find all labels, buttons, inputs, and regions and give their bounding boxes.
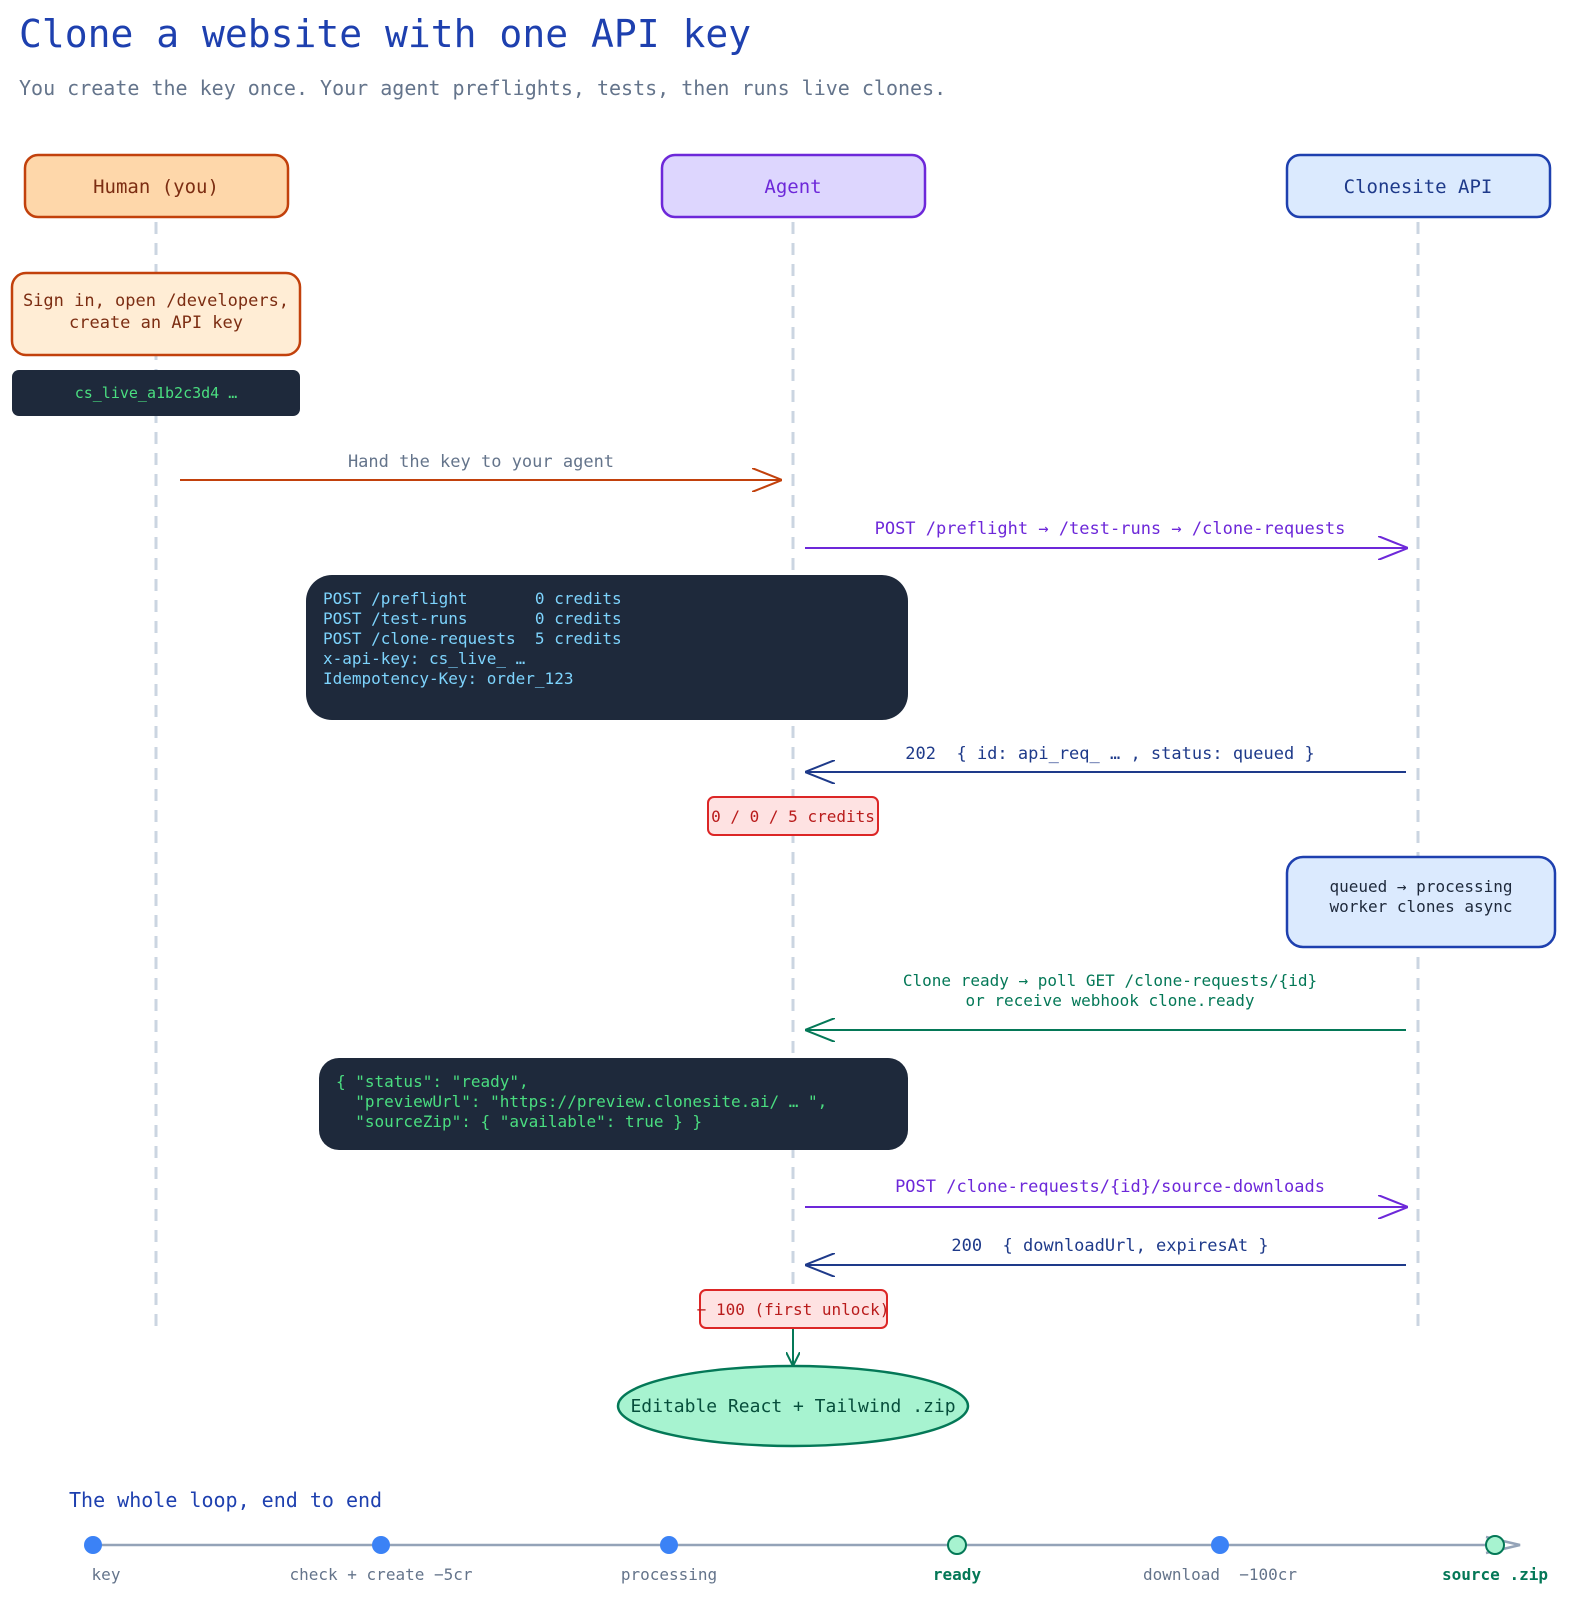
message-hand-key: Hand the key to your agent bbox=[180, 452, 782, 480]
result-node: Editable React + Tailwind .zip bbox=[616, 1364, 970, 1448]
message-response-202-label: 202 { id: api_req_ … , status: queued } bbox=[905, 744, 1314, 764]
message-response-200: 200 { downloadUrl, expiresAt } bbox=[805, 1236, 1406, 1265]
message-clone-ready-line-1: Clone ready → poll GET /clone-requests/{… bbox=[903, 971, 1317, 990]
page-subtitle: You create the key once. Your agent pref… bbox=[19, 76, 947, 100]
actor-human: Human (you) bbox=[23, 153, 290, 219]
credits-badge: 0 / 0 / 5 credits bbox=[707, 796, 879, 836]
processing-note-line-1: queued → processing bbox=[1329, 877, 1512, 896]
message-post-chain-label: POST /preflight → /test-runs → /clone-re… bbox=[875, 519, 1346, 539]
actor-human-label: Human (you) bbox=[93, 176, 219, 198]
page-title: Clone a website with one API key bbox=[19, 12, 752, 56]
timeline-step-label: key bbox=[92, 1565, 121, 1584]
timeline-step-label: check + create −5cr bbox=[289, 1565, 472, 1584]
message-response-200-label: 200 { downloadUrl, expiresAt } bbox=[951, 1236, 1268, 1256]
processing-note: queued → processing worker clones async bbox=[1285, 855, 1557, 949]
unlock-badge: − 100 (first unlock) bbox=[697, 1289, 890, 1329]
timeline-dot bbox=[1485, 1535, 1505, 1555]
signin-note-line-1: Sign in, open /developers, bbox=[23, 291, 289, 311]
ready-code-line: "sourceZip": { "available": true } } bbox=[336, 1112, 702, 1131]
ready-code-line: "previewUrl": "https://preview.clonesite… bbox=[336, 1092, 827, 1111]
timeline-step-label: processing bbox=[621, 1565, 717, 1584]
timeline-title: The whole loop, end to end bbox=[69, 1488, 382, 1512]
ready-code-line: { "status": "ready", bbox=[336, 1072, 529, 1091]
timeline-dot bbox=[84, 1536, 102, 1554]
actor-agent: Agent bbox=[660, 153, 927, 219]
timeline-step-label: download −100cr bbox=[1143, 1565, 1297, 1584]
request-code-line: x-api-key: cs_live_ … bbox=[323, 649, 525, 668]
request-code-line: POST /clone-requests 5 credits bbox=[323, 629, 622, 648]
credits-badge-label: 0 / 0 / 5 credits bbox=[711, 807, 875, 826]
timeline-dot bbox=[947, 1535, 967, 1555]
actor-api-label: Clonesite API bbox=[1344, 176, 1493, 198]
signin-note: Sign in, open /developers, create an API… bbox=[10, 271, 302, 357]
result-node-label: Editable React + Tailwind .zip bbox=[630, 1396, 955, 1417]
message-response-202: 202 { id: api_req_ … , status: queued } bbox=[805, 744, 1406, 772]
timeline-step-label: source .zip bbox=[1442, 1565, 1548, 1584]
message-hand-key-label: Hand the key to your agent bbox=[348, 452, 614, 472]
message-clone-ready-line-2: or receive webhook clone.ready bbox=[966, 991, 1255, 1010]
message-post-chain: POST /preflight → /test-runs → /clone-re… bbox=[805, 519, 1408, 548]
message-source-download: POST /clone-requests/{id}/source-downloa… bbox=[805, 1177, 1408, 1207]
actor-agent-label: Agent bbox=[764, 176, 821, 198]
api-key-note: cs_live_a1b2c3d4 … bbox=[12, 370, 300, 416]
timeline-dot bbox=[1211, 1536, 1229, 1554]
processing-note-line-2: worker clones async bbox=[1329, 897, 1512, 916]
api-key-value: cs_live_a1b2c3d4 … bbox=[75, 384, 238, 402]
timeline-dot bbox=[372, 1536, 390, 1554]
timeline-dot bbox=[660, 1536, 678, 1554]
timeline-step-label: ready bbox=[933, 1565, 982, 1584]
timeline: The whole loop, end to end key check + c… bbox=[69, 1488, 1548, 1584]
request-code-line: Idempotency-Key: order_123 bbox=[323, 669, 573, 688]
request-code-block: POST /preflight 0 credits POST /test-run… bbox=[306, 575, 908, 720]
ready-code-block: { "status": "ready", "previewUrl": "http… bbox=[319, 1058, 908, 1150]
message-source-download-label: POST /clone-requests/{id}/source-downloa… bbox=[895, 1177, 1325, 1197]
unlock-badge-label: − 100 (first unlock) bbox=[697, 1300, 890, 1319]
signin-note-line-2: create an API key bbox=[69, 313, 243, 333]
request-code-line: POST /test-runs 0 credits bbox=[323, 609, 622, 628]
message-clone-ready: Clone ready → poll GET /clone-requests/{… bbox=[805, 971, 1406, 1030]
request-code-line: POST /preflight 0 credits bbox=[323, 589, 622, 608]
actor-api: Clonesite API bbox=[1285, 153, 1552, 219]
